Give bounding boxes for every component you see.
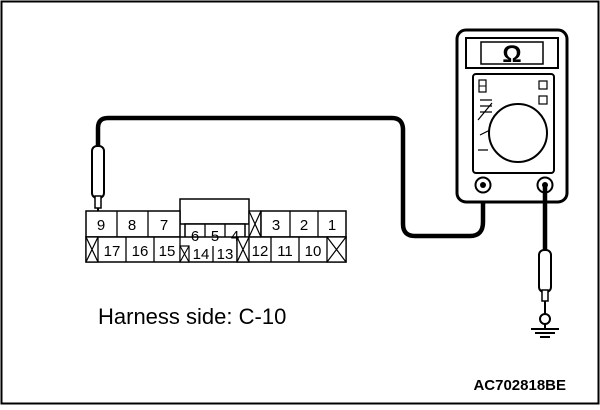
pin-5: 5 (211, 228, 219, 245)
pin-8: 8 (128, 217, 136, 234)
pin-7: 7 (160, 217, 168, 234)
connector-caption: Harness side: C-10 (98, 304, 286, 329)
pin-4: 4 (231, 228, 239, 245)
pin-16: 16 (132, 243, 149, 260)
rotary-selector-dial (488, 103, 548, 163)
pin-12: 12 (252, 243, 269, 260)
ground-symbol-icon (531, 313, 559, 338)
pin-17: 17 (104, 243, 121, 260)
multimeter: Ω (455, 28, 569, 204)
ohm-symbol: Ω (502, 41, 521, 68)
test-lead-wire (95, 115, 486, 239)
pin-2: 2 (300, 217, 308, 234)
pin-3: 3 (272, 217, 280, 234)
connector-c10: 9 8 7 6 5 4 3 2 1 17 16 15 14 13 12 11 1… (85, 198, 347, 263)
pin-11: 11 (277, 243, 293, 260)
pin-13: 13 (217, 246, 234, 263)
connector-lock-tab (179, 198, 250, 225)
connector-probe (91, 145, 105, 218)
pin-6: 6 (191, 228, 199, 245)
ground-probe (538, 249, 552, 315)
range-button-icon (538, 95, 548, 105)
range-button-icon (538, 80, 548, 90)
pin-15: 15 (159, 243, 176, 260)
pin-9: 9 (97, 217, 105, 234)
figure-code: AC702818BE (473, 377, 566, 394)
pin-1: 1 (328, 217, 336, 234)
pin-14: 14 (193, 246, 210, 263)
pin-10: 10 (305, 243, 322, 260)
